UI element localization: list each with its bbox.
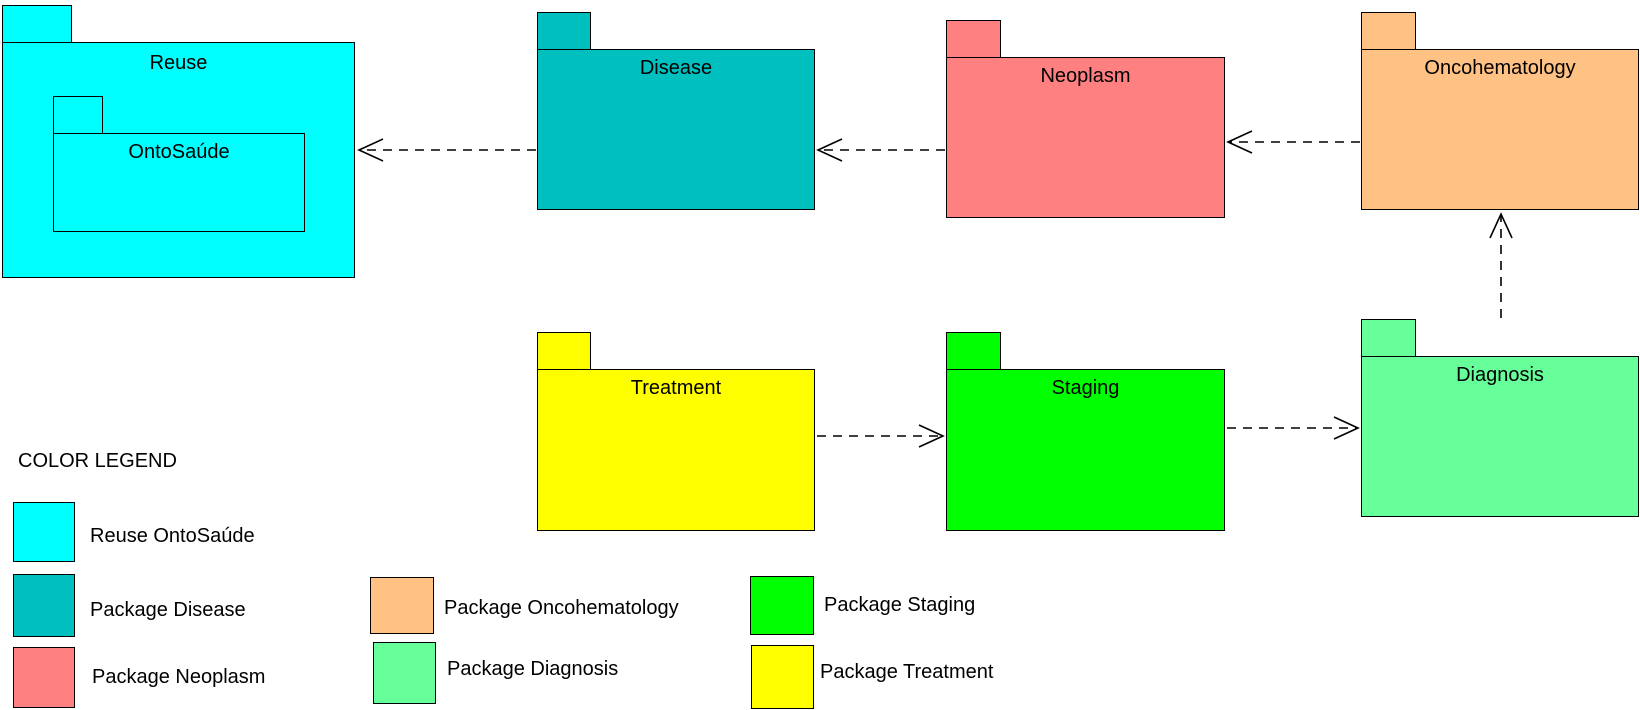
package-diagnosis: Diagnosis: [1361, 319, 1639, 517]
package-staging-body: [946, 369, 1225, 531]
legend-swatch-staging: [750, 576, 814, 635]
package-disease-label: Disease: [639, 57, 713, 79]
package-ontosaude: OntoSaúde: [53, 96, 305, 232]
package-reuse-tab: [2, 5, 72, 43]
legend-swatch-diagnosis: [373, 642, 436, 704]
legend-label-oncohematology: Package Oncohematology: [444, 597, 679, 619]
legend-swatch-disease: [13, 574, 75, 637]
package-oncohematology-label: Oncohematology: [1424, 57, 1576, 79]
legend-title: COLOR LEGEND: [18, 450, 177, 472]
package-ontosaude-label: OntoSaúde: [128, 141, 230, 163]
package-treatment-body: [537, 369, 815, 531]
legend-label-diagnosis: Package Diagnosis: [447, 658, 619, 680]
package-staging: Staging: [946, 332, 1225, 531]
legend-swatch-oncohematology: [370, 577, 434, 634]
package-reuse-label: Reuse: [149, 52, 208, 74]
package-staging-label: Staging: [1051, 377, 1120, 399]
legend-swatch-reuse: [13, 502, 75, 562]
package-reuse: Reuse OntoSaúde: [2, 5, 355, 278]
package-neoplasm-body: [946, 57, 1225, 218]
package-disease: Disease: [537, 12, 815, 210]
package-treatment: Treatment: [537, 332, 815, 531]
legend-label-treatment: Package Treatment: [820, 661, 994, 683]
legend-label-staging: Package Staging: [824, 594, 976, 616]
dependency-diagnosis-to-oncohematology: [1489, 212, 1513, 318]
package-oncohematology: Oncohematology: [1361, 12, 1639, 210]
dependency-treatment-to-staging: [817, 424, 945, 448]
package-diagnosis-body: [1361, 356, 1639, 517]
package-disease-body: [537, 49, 815, 210]
package-treatment-label: Treatment: [630, 377, 722, 399]
package-oncohematology-body: [1361, 49, 1639, 210]
package-ontosaude-body: [53, 133, 305, 232]
dependency-neoplasm-to-disease: [816, 138, 945, 162]
legend-label-neoplasm: Package Neoplasm: [92, 666, 266, 688]
package-neoplasm-label: Neoplasm: [1040, 65, 1131, 87]
legend-swatch-treatment: [751, 645, 814, 709]
package-neoplasm: Neoplasm: [946, 20, 1225, 218]
package-diagnosis-tab: [1361, 319, 1416, 357]
package-ontosaude-tab: [53, 96, 103, 134]
legend-swatch-neoplasm: [13, 647, 75, 708]
dependency-oncohematology-to-neoplasm: [1226, 130, 1360, 154]
dependency-disease-to-reuse: [357, 138, 536, 162]
dependency-staging-to-diagnosis: [1227, 416, 1360, 440]
legend-label-reuse: Reuse OntoSaúde: [90, 525, 255, 547]
package-diagnosis-label: Diagnosis: [1456, 364, 1544, 386]
legend-label-disease: Package Disease: [90, 599, 246, 621]
package-staging-tab: [946, 332, 1001, 370]
